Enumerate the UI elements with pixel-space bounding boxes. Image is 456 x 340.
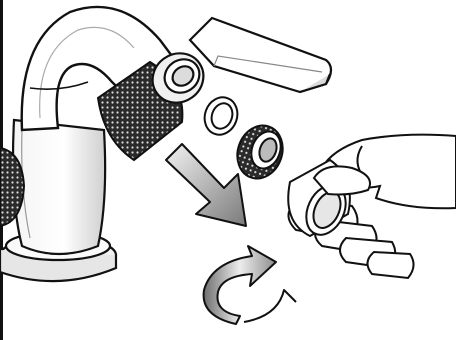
rubber-washer bbox=[199, 93, 242, 140]
rotate-counterclockwise-icon bbox=[204, 246, 296, 324]
faucet-body bbox=[13, 120, 105, 254]
lever-handle bbox=[190, 18, 331, 92]
down-right-arrow-icon bbox=[166, 144, 246, 226]
